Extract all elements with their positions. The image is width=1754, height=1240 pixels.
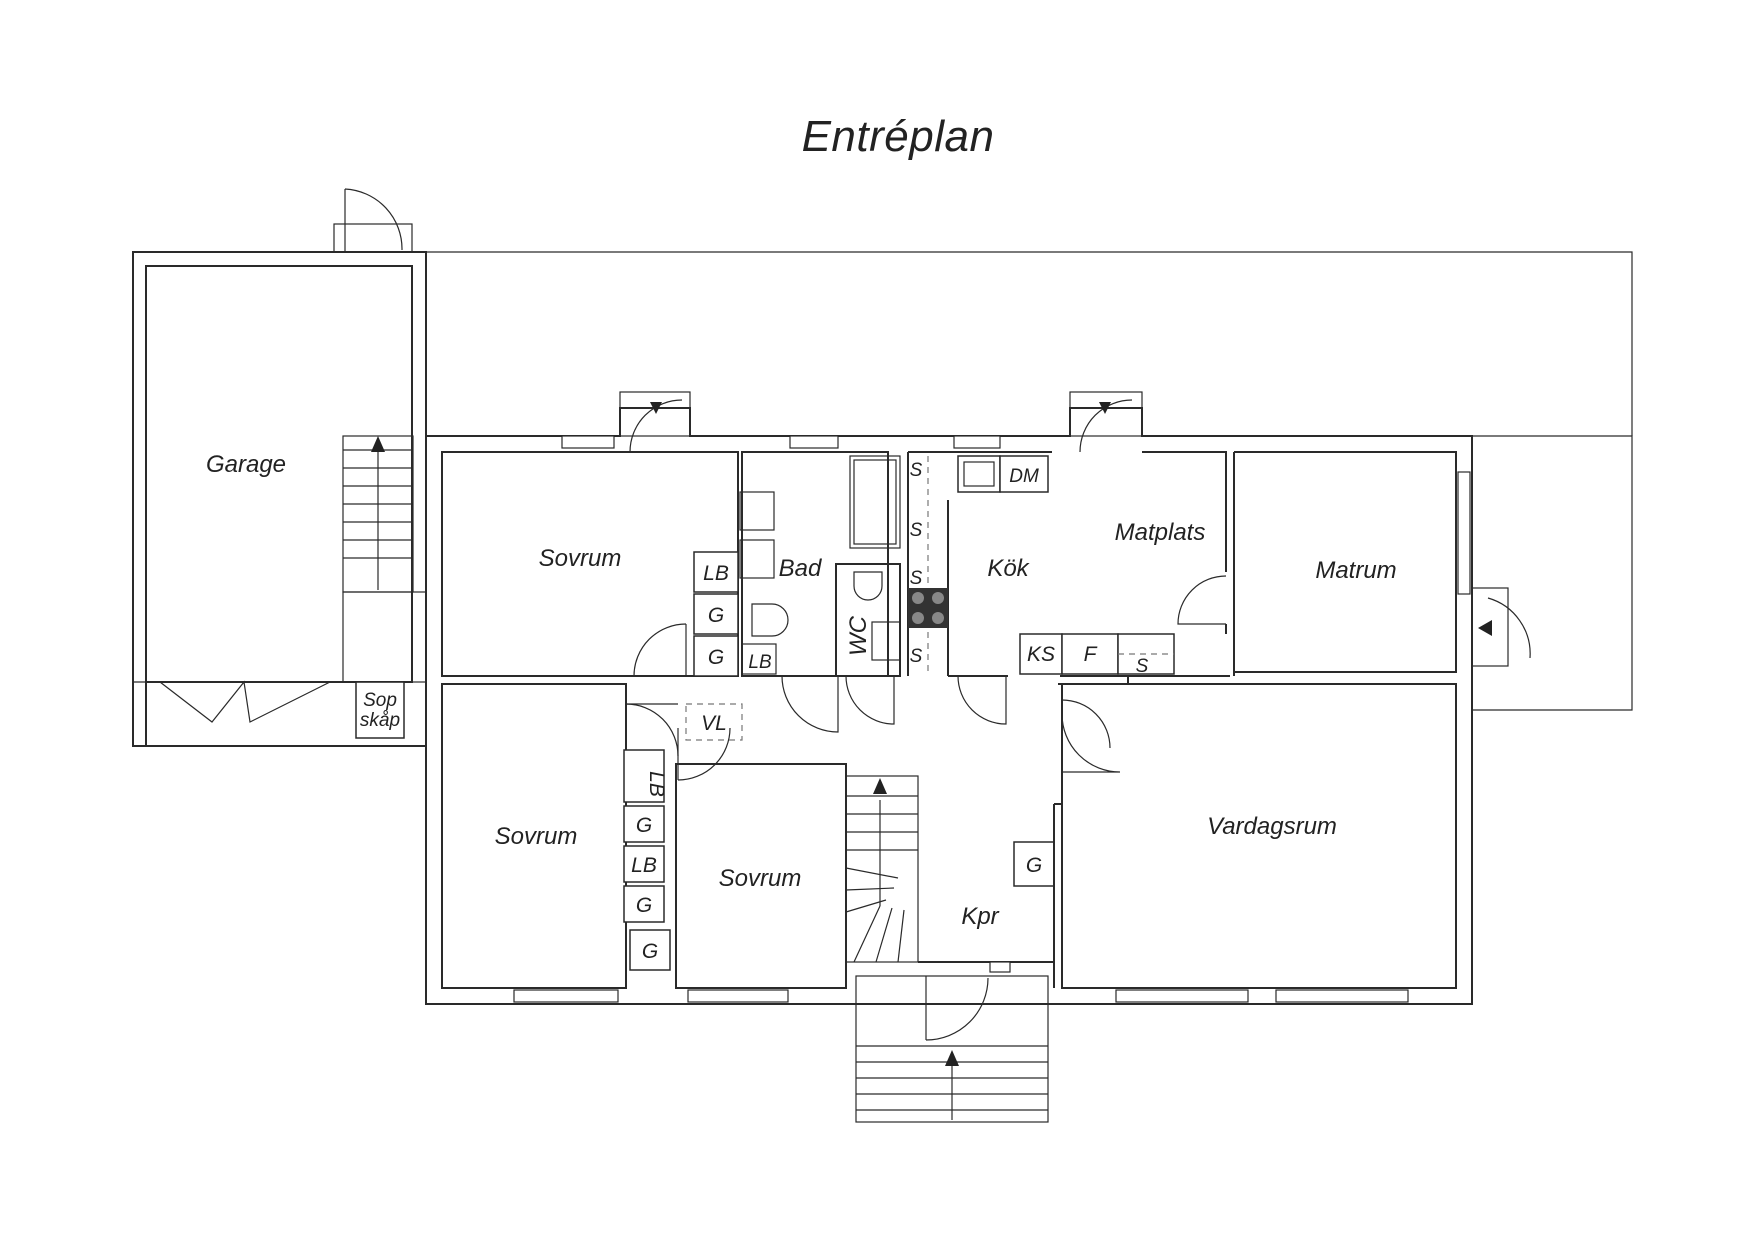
window (513, 989, 619, 1003)
garage-structure (132, 251, 427, 747)
entrance-stair (855, 975, 1049, 1123)
room-label-sopskap-1: Sop (363, 690, 397, 711)
garage-stair (342, 435, 427, 683)
sovrum-closets (623, 749, 671, 971)
bathtub (849, 455, 901, 549)
corridor-doors (625, 623, 731, 781)
fixture-label-lb: LB (631, 854, 657, 877)
room-label-garage: Garage (206, 451, 286, 478)
vl-box (685, 703, 743, 741)
room-label-sovrum-3: Sovrum (719, 865, 802, 892)
garage-entrance-door (333, 188, 413, 253)
right-door-matrum (1471, 587, 1531, 667)
room-label-vardagsrum: Vardagsrum (1207, 813, 1337, 840)
fixture-label-g: G (636, 894, 652, 917)
fixture-label-g: G (636, 814, 652, 837)
door-arrow-icon (650, 402, 662, 414)
stair-arrow-icon (371, 436, 385, 452)
fixture-label-s: S (910, 646, 923, 667)
room-label-wc: WC (845, 615, 872, 656)
window (561, 435, 615, 449)
fixture-label-s: S (1136, 656, 1149, 677)
fixture-label-f: F (1084, 643, 1098, 666)
room-label-sopskap-2: skåp (360, 710, 400, 731)
garage-door (159, 680, 331, 723)
door-arrow-icon (1478, 620, 1492, 636)
plan-title: Entréplan (801, 112, 995, 161)
window (953, 435, 1001, 449)
room-label-sovrum-1: Sovrum (539, 545, 622, 572)
fixture-label-ks: KS (1027, 643, 1055, 666)
fixture-label-g: G (708, 646, 724, 669)
main-house-walls (425, 407, 1473, 1005)
room-label-kok: Kök (987, 555, 1030, 582)
door-arrow-icon (1099, 402, 1111, 414)
room-label-matplats: Matplats (1115, 519, 1206, 546)
fixture-label-dm: DM (1009, 466, 1039, 487)
room-label-kpr: Kpr (961, 903, 999, 930)
fixture-label-s: S (910, 520, 923, 541)
top-door-bedroom (619, 391, 691, 453)
room-label-matrum: Matrum (1315, 557, 1396, 584)
fixture-label-g: G (708, 604, 724, 627)
fixture-label-s: S (910, 460, 923, 481)
terrace-outline (425, 251, 1633, 711)
fixture-label-g: G (1026, 854, 1042, 877)
bathroom-structure (739, 451, 889, 733)
fixture-label-lb: LB (748, 652, 772, 673)
wc-structure (835, 563, 901, 725)
fixture-label-s: S (910, 568, 923, 589)
window (687, 989, 789, 1003)
window (989, 961, 1011, 973)
stair-arrow-icon (945, 1050, 959, 1066)
fixture-label-lb: LB (703, 562, 729, 585)
fixture-label-lb: LB (645, 771, 668, 797)
window (1115, 989, 1249, 1003)
window (1457, 471, 1471, 595)
bad-closets (693, 551, 739, 677)
room-label-bad: Bad (779, 555, 822, 582)
window (789, 435, 839, 449)
fixture-label-vl: VL (701, 712, 727, 735)
window (1275, 989, 1409, 1003)
interior-stair (845, 775, 919, 963)
fixture-label-g: G (642, 940, 658, 963)
top-door-kitchen (1069, 391, 1143, 453)
room-label-sovrum-2: Sovrum (495, 823, 578, 850)
dining-structure (1142, 451, 1457, 676)
stair-arrow-icon (873, 778, 887, 794)
